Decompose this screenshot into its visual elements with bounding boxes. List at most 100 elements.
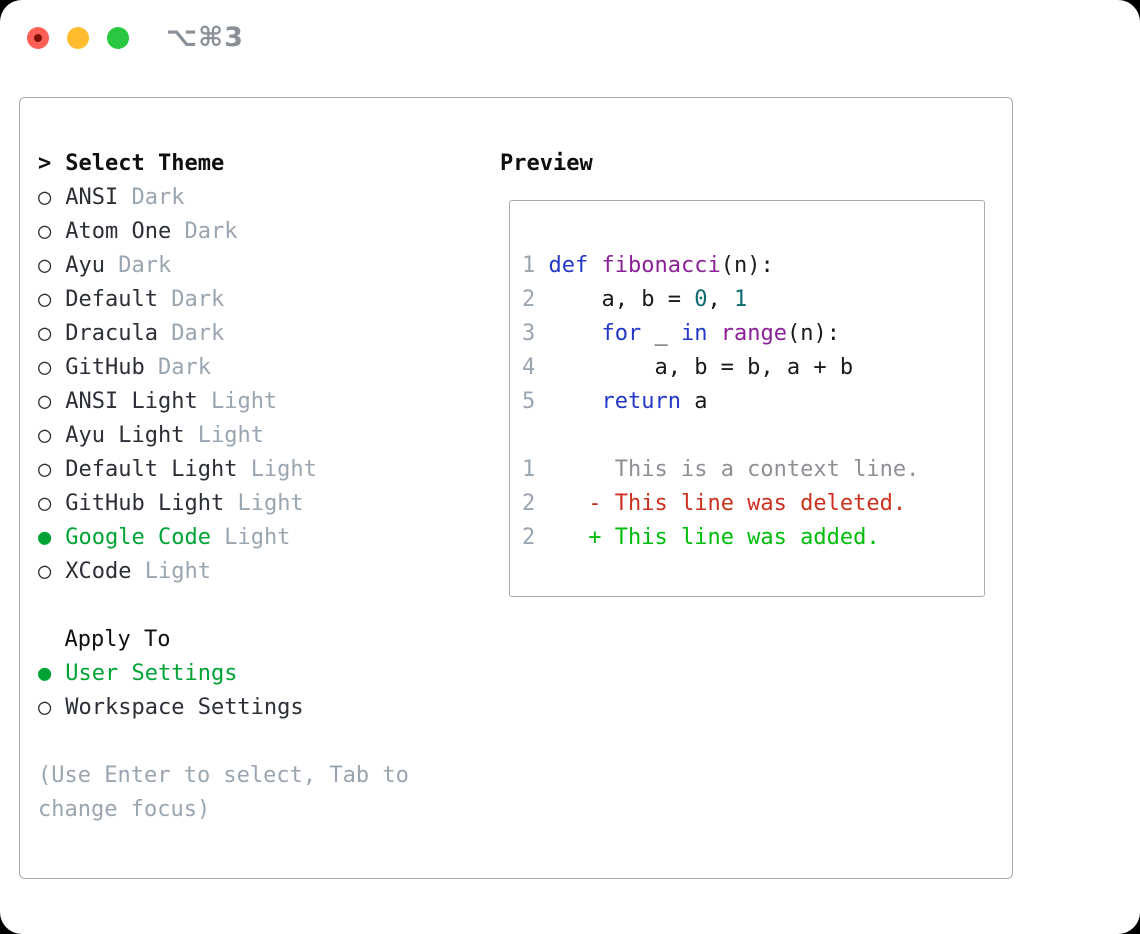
theme-variant: Light: [144, 559, 211, 584]
diff-marker: +: [588, 525, 602, 550]
diff-text: This line was added.: [614, 525, 880, 550]
apply-option-user-settings[interactable]: ● User Settings: [38, 657, 500, 691]
code-token: (n):: [720, 253, 774, 278]
zoom-button[interactable]: [107, 27, 129, 49]
line-number: 5: [522, 389, 536, 414]
diff-line-deleted: 2 - This line was deleted.: [522, 487, 984, 521]
code-token: ,: [707, 287, 734, 312]
theme-option-ayu-light-light[interactable]: ○ Ayu Light Light: [38, 419, 500, 453]
apply-radio-icon: ●: [38, 661, 52, 686]
theme-variant: Light: [237, 491, 304, 516]
code-token: def: [548, 253, 589, 278]
diff-line-added: 2 + This line was added.: [522, 521, 984, 555]
theme-option-ayu-dark[interactable]: ○ Ayu Dark: [38, 249, 500, 283]
diff-marker: -: [588, 491, 602, 516]
code-token: range: [720, 321, 787, 346]
theme-name: GitHub: [65, 355, 145, 380]
code-line: 5 return a: [522, 385, 984, 419]
theme-radio-icon: ○: [38, 321, 52, 346]
code-token: [707, 321, 720, 346]
theme-option-default-light-light[interactable]: ○ Default Light Light: [38, 453, 500, 487]
apply-radio-icon: ○: [38, 695, 52, 720]
apply-option-name: Workspace Settings: [65, 695, 304, 720]
titlebar: ⌥⌘3: [0, 0, 1140, 76]
code-token: a: [680, 389, 708, 414]
theme-name: Default Light: [65, 457, 238, 482]
theme-variant: Light: [250, 457, 317, 482]
diff-marker: [588, 457, 601, 482]
theme-radio-icon: ○: [38, 219, 52, 244]
theme-option-ansi-light-light[interactable]: ○ ANSI Light Light: [38, 385, 500, 419]
minimize-button[interactable]: [67, 27, 89, 49]
theme-option-atom-one-dark[interactable]: ○ Atom One Dark: [38, 215, 500, 249]
preview-column: Preview 1 def fibonacci(n):2 a, b = 0, 1…: [500, 147, 1012, 878]
theme-variant: Dark: [118, 253, 172, 278]
theme-name: Ayu: [65, 253, 105, 278]
code-token: 0: [694, 287, 708, 312]
window-shortcut-label: ⌥⌘3: [166, 22, 244, 53]
theme-option-google-code-light[interactable]: ● Google Code Light: [38, 521, 500, 555]
theme-list-column: > Select Theme○ ANSI Dark○ Atom One Dark…: [38, 147, 500, 878]
theme-radio-icon: ○: [38, 457, 52, 482]
theme-variant: Dark: [171, 287, 225, 312]
close-button[interactable]: [27, 27, 49, 49]
theme-name: ANSI Light: [65, 389, 198, 414]
close-dot-icon: [34, 34, 42, 42]
line-number: 2: [522, 491, 536, 516]
theme-name: GitHub Light: [65, 491, 225, 516]
theme-radio-icon: ○: [38, 355, 52, 380]
theme-option-xcode-light[interactable]: ○ XCode Light: [38, 555, 500, 589]
theme-option-default-dark[interactable]: ○ Default Dark: [38, 283, 500, 317]
code-token: [549, 389, 602, 414]
code-token: [588, 253, 601, 278]
help-text-line: change focus): [38, 793, 500, 827]
theme-radio-icon: ○: [38, 185, 52, 210]
code-token: [549, 321, 602, 346]
theme-option-dracula-dark[interactable]: ○ Dracula Dark: [38, 317, 500, 351]
theme-radio-icon: ○: [38, 389, 52, 414]
theme-variant: Dark: [157, 355, 211, 380]
diff-line-context: 1 This is a context line.: [522, 453, 984, 487]
apply-to-label: Apply To: [64, 627, 171, 652]
code-token: for: [601, 321, 642, 346]
theme-name: Ayu Light: [65, 423, 185, 448]
theme-option-github-dark[interactable]: ○ GitHub Dark: [38, 351, 500, 385]
code-token: (n):: [786, 321, 840, 346]
apply-option-workspace-settings[interactable]: ○ Workspace Settings: [38, 691, 500, 725]
theme-variant: Dark: [184, 219, 238, 244]
theme-option-ansi-dark[interactable]: ○ ANSI Dark: [38, 181, 500, 215]
theme-option-github-light-light[interactable]: ○ GitHub Light Light: [38, 487, 500, 521]
code-token: a, b =: [548, 287, 695, 312]
help-text: (Use Enter to select, Tab to: [38, 763, 409, 788]
code-token: in: [680, 321, 708, 346]
theme-variant: Light: [197, 423, 264, 448]
theme-radio-icon: ○: [38, 287, 52, 312]
theme-name: Dracula: [65, 321, 158, 346]
theme-variant: Dark: [171, 321, 225, 346]
theme-name: XCode: [65, 559, 132, 584]
theme-name: Google Code: [65, 525, 211, 550]
theme-variant: Light: [224, 525, 291, 550]
code-token: fibonacci: [601, 253, 721, 278]
line-number: 4: [522, 355, 536, 380]
code-line: 1 def fibonacci(n):: [522, 249, 984, 283]
theme-radio-icon: ○: [38, 253, 52, 278]
apply-option-name: User Settings: [65, 661, 238, 686]
theme-radio-icon: ○: [38, 423, 52, 448]
code-line: 3 for _ in range(n):: [522, 317, 984, 351]
code-token: a, b = b, a + b: [548, 355, 854, 380]
diff-text: This is a context line.: [614, 457, 920, 482]
apply-to-header: Apply To: [38, 623, 500, 657]
line-number: 1: [522, 253, 536, 278]
line-number: 2: [522, 287, 536, 312]
code-token: _: [641, 321, 681, 346]
spacer: [522, 419, 984, 453]
theme-radio-icon: ●: [38, 525, 52, 550]
diff-text: This line was deleted.: [614, 491, 907, 516]
code-token: return: [601, 389, 681, 414]
theme-picker-panel: > Select Theme○ ANSI Dark○ Atom One Dark…: [19, 97, 1013, 879]
help-text: change focus): [38, 797, 211, 822]
section-header-select-theme: > Select Theme: [38, 147, 500, 181]
code-token: 1: [733, 287, 748, 312]
